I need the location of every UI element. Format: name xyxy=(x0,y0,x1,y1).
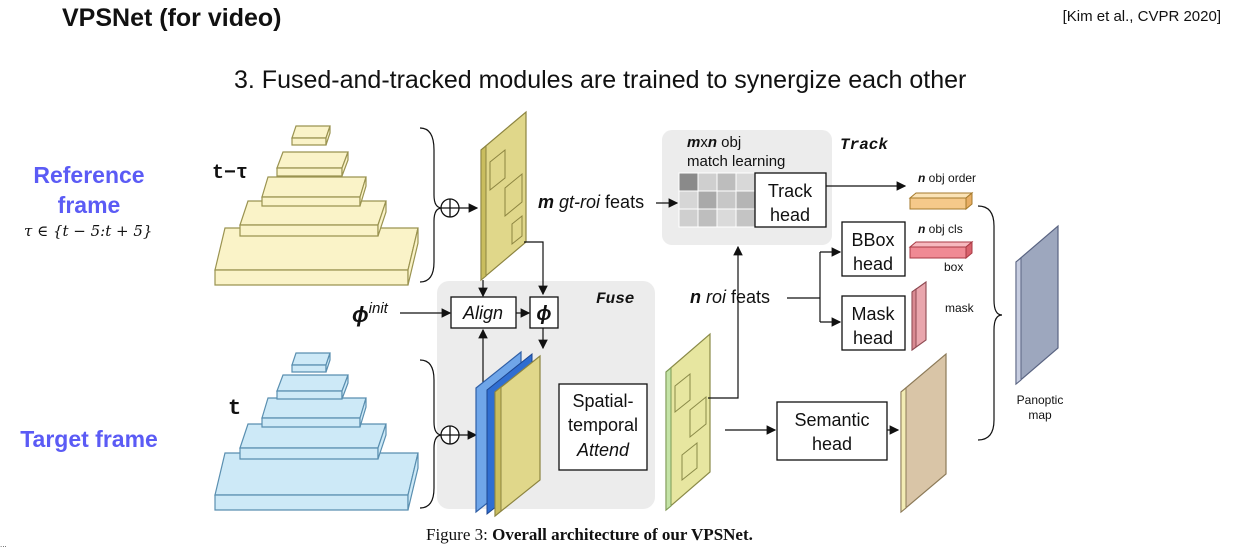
output-feature-map xyxy=(665,332,711,512)
bbox-head-label: head xyxy=(853,254,893,274)
target-frame-label: Target frame xyxy=(20,426,158,452)
sum-icon xyxy=(440,425,460,445)
bbox-head-box xyxy=(841,221,906,277)
align-label: Align xyxy=(462,303,503,323)
phi-init-label: ϕinit xyxy=(352,300,389,327)
panoptic-label: map xyxy=(1028,408,1052,422)
semantic-head-box xyxy=(776,401,888,461)
page-title: VPSNet (for video) xyxy=(62,4,282,32)
t-minus-tau-label: t−τ xyxy=(212,162,248,185)
spatial-label: Spatial- xyxy=(572,391,633,411)
reference-brace xyxy=(419,127,443,283)
temporal-label: temporal xyxy=(568,415,638,435)
figure-caption: Figure 3: Overall architecture of our VP… xyxy=(426,525,753,544)
mask-output xyxy=(911,280,927,352)
tau-range-label: τ ∈ {t − 5:t + 5} xyxy=(24,222,153,240)
match-learning-label: match learning xyxy=(687,153,785,170)
t-label: t xyxy=(228,396,241,421)
track-head-label: Track xyxy=(768,181,813,201)
obj-cls-label: n obj cls xyxy=(918,222,963,236)
track-label: Track xyxy=(840,136,888,154)
fuse-label: Fuse xyxy=(596,290,634,308)
obj-cls-bar xyxy=(908,240,974,260)
semantic-head-label: head xyxy=(812,434,852,454)
mxn-label: mxn obj xyxy=(687,134,741,151)
attend-label: Attend xyxy=(576,440,630,460)
citation: [Kim et al., CVPR 2020] xyxy=(1062,8,1221,25)
footnote: ... xyxy=(0,540,7,549)
align-box xyxy=(450,296,517,329)
bbox-head-label: BBox xyxy=(851,230,894,250)
roi-feats-label: n roi feats xyxy=(690,287,770,307)
mask-head-box xyxy=(841,295,906,351)
track-head-label: head xyxy=(770,205,810,225)
spatial-temporal-attend-box xyxy=(558,383,648,471)
gt-roi-feats-label: m gt-roi feats xyxy=(538,192,644,212)
target-pyramid xyxy=(214,352,419,511)
obj-order-label: n obj order xyxy=(918,171,976,185)
semantic-head-label: Semantic xyxy=(794,410,869,430)
semantic-map xyxy=(900,352,947,514)
obj-order-bar xyxy=(908,191,974,211)
match-matrix xyxy=(678,172,756,228)
reference-feature-map xyxy=(480,110,527,282)
panoptic-map xyxy=(1015,224,1059,386)
panoptic-label: Panoptic xyxy=(1017,393,1064,407)
box-label: box xyxy=(944,260,963,274)
mask-head-label: head xyxy=(853,328,893,348)
mask-label: mask xyxy=(945,301,975,315)
slide-subtitle: 3. Fused-and-tracked modules are trained… xyxy=(234,66,967,94)
phi-box xyxy=(529,296,559,329)
reference-pyramid xyxy=(214,125,419,286)
sum-icon xyxy=(440,198,460,218)
phi-label: ϕ xyxy=(536,303,551,325)
reference-frame-label: Reference frame xyxy=(33,162,145,218)
output-brace xyxy=(977,205,1003,441)
mask-head-label: Mask xyxy=(851,304,895,324)
track-head-box xyxy=(754,172,827,228)
fused-feature-maps xyxy=(475,350,541,518)
